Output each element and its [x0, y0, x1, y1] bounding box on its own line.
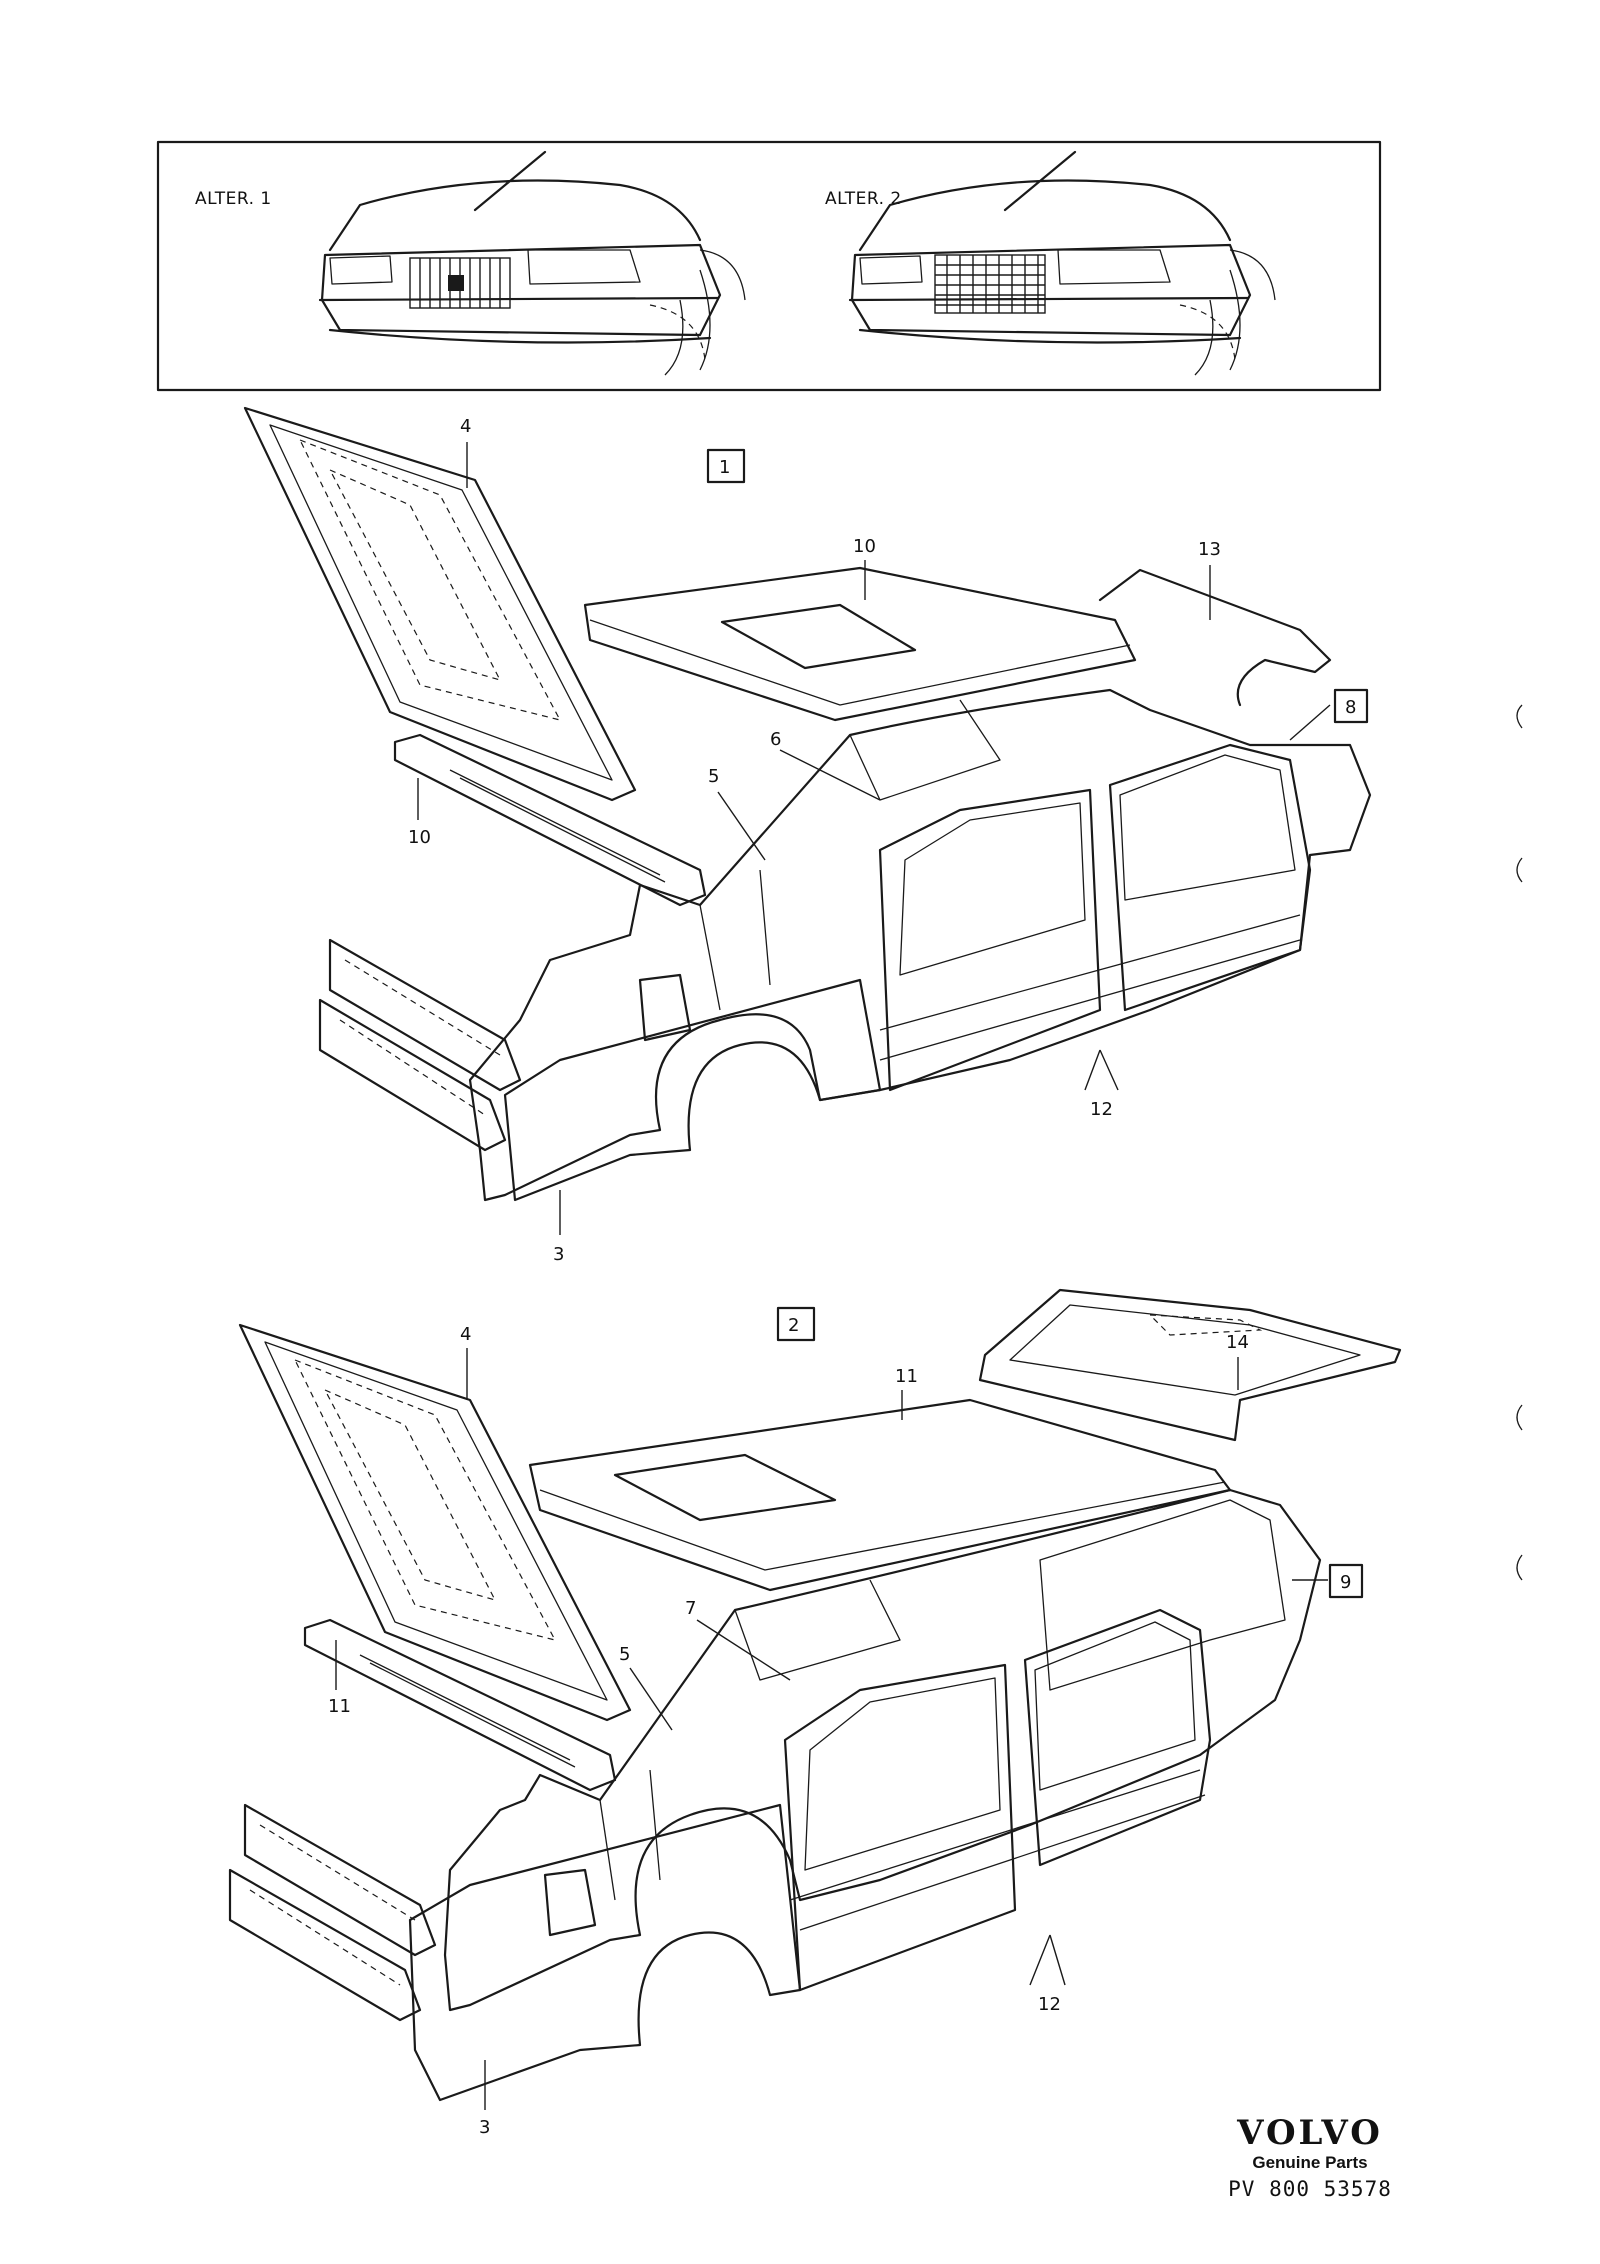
figure2-side-box — [1328, 1563, 1364, 1599]
callout-roof-2: 11 — [895, 1366, 918, 1387]
sedan-body-drawing: 1 — [243, 406, 1372, 1265]
figure1-box-label: 1 — [719, 457, 730, 478]
part-number: PV 800 53578 — [1228, 2177, 1392, 2201]
callout-cowl-panel-2: 11 — [328, 1696, 351, 1717]
rear-door-2 — [1023, 1608, 1212, 1867]
front-member-upper — [328, 938, 522, 1092]
brand-tagline: Genuine Parts — [1252, 2153, 1368, 2172]
front-wing — [503, 978, 882, 1202]
callout-roof: 10 — [853, 536, 876, 557]
callout-front-member-2: 3 — [479, 2117, 490, 2138]
front-door-2 — [783, 1663, 1017, 1992]
callout-front-member: 3 — [553, 1244, 564, 1265]
front-grille-drawing-alt1 — [318, 150, 746, 376]
callout-a-pillar-2: 5 — [619, 1644, 630, 1665]
callout-doors-2: 12 — [1038, 1994, 1061, 2015]
callout-cowl-panel: 10 — [408, 827, 431, 848]
estate-body-drawing: 2 — [228, 1288, 1402, 2138]
volvo-logo: VOLVO — [1237, 2113, 1383, 2153]
front-grille-drawing-alt2 — [848, 150, 1276, 376]
callout-floor: 6 — [770, 729, 781, 750]
margin-marks — [1516, 704, 1523, 1581]
hood-drawing — [243, 406, 637, 802]
figure1-side-box — [1333, 688, 1369, 724]
front-member-upper-2 — [243, 1803, 437, 1957]
roof-panel — [583, 566, 1137, 722]
callout-tailgate: 14 — [1226, 1332, 1249, 1353]
alter-2-label: ALTER. 2 — [825, 189, 902, 209]
callout-hood-2: 4 — [460, 1324, 471, 1345]
roof-panel-2 — [528, 1398, 1232, 1592]
front-member-lower — [318, 998, 507, 1152]
alternatives-inset: ALTER. 1 ALTER. 2 — [156, 140, 1382, 392]
callout-trunk-lid: 13 — [1198, 539, 1221, 560]
cowl-panel — [393, 733, 707, 907]
trunk-lid — [1098, 568, 1332, 707]
callout-floor-2: 7 — [685, 1598, 696, 1619]
callout-doors: 12 — [1090, 1099, 1113, 1120]
callout-a-pillar: 5 — [708, 766, 719, 787]
figure1-side-box-label: 8 — [1345, 697, 1356, 718]
front-member-lower-2 — [228, 1868, 422, 2022]
figure2-side-box-label: 9 — [1340, 1572, 1351, 1593]
brand-block: VOLVO Genuine Parts PV 800 53578 — [1210, 2115, 1410, 2203]
hood-drawing-2 — [238, 1323, 632, 1722]
front-wing-2 — [408, 1803, 802, 2102]
front-door — [878, 788, 1102, 1092]
figure2-box-label: 2 — [788, 1315, 799, 1336]
callout-hood: 4 — [460, 416, 471, 437]
alter-1-label: ALTER. 1 — [195, 189, 272, 209]
figure1-box — [706, 448, 746, 484]
tailgate — [978, 1288, 1402, 1442]
figure2-box — [776, 1306, 816, 1342]
rear-door — [1108, 743, 1312, 1012]
